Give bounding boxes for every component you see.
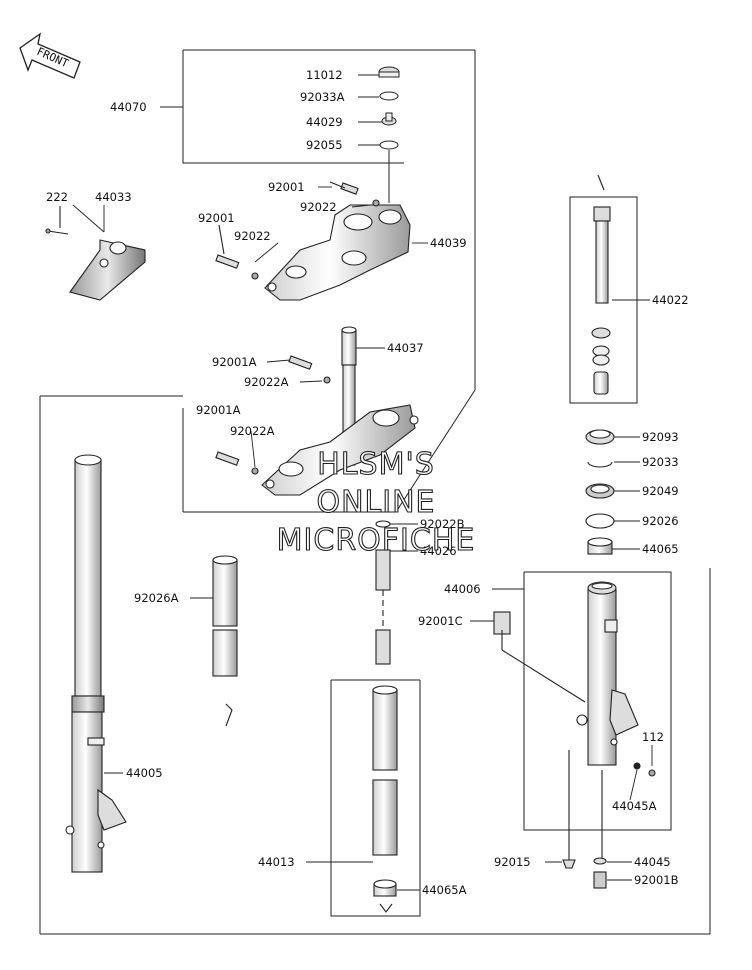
- part-label-44005: 44005: [126, 766, 163, 780]
- watermark-line-1: HLSM'S: [317, 447, 435, 482]
- part-label-44039: 44039: [430, 236, 467, 250]
- part-label-44013: 44013: [258, 855, 295, 869]
- part-label-92001A-2: 92001A: [196, 403, 241, 417]
- part-label-92026A: 92026A: [134, 591, 179, 605]
- steering-stem-drawing: [215, 326, 419, 496]
- watermark-line-3: MICROFICHE: [277, 523, 476, 558]
- spring-drawing: [375, 520, 391, 665]
- part-label-44065A: 44065A: [422, 883, 467, 897]
- part-label-92001A-1: 92001A: [212, 355, 257, 369]
- watermark-line-2: ONLINE: [316, 485, 435, 520]
- part-label-44006: 44006: [444, 582, 481, 596]
- right-fork-drawing: [493, 581, 656, 889]
- part-label-92001-left: 92001: [198, 211, 235, 225]
- part-label-44033: 44033: [95, 190, 132, 204]
- part-label-92001B: 92001B: [634, 873, 679, 887]
- front-arrow-icon: FRONT: [19, 32, 81, 79]
- part-label-44065: 44065: [642, 542, 679, 556]
- seal-stack-drawing: [585, 429, 615, 555]
- part-label-222: 222: [46, 190, 68, 204]
- part-label-92033: 92033: [642, 455, 679, 469]
- part-label-44037: 44037: [387, 341, 424, 355]
- part-label-112: 112: [642, 730, 664, 744]
- damper-44022-drawing: [591, 174, 611, 395]
- part-label-92022-top: 92022: [300, 200, 337, 214]
- left-fork-drawing: [65, 454, 127, 873]
- part-label-92022A-2: 92022A: [230, 424, 275, 438]
- leader-lines: [72, 74, 653, 891]
- part-label-44026: 44026: [420, 544, 457, 558]
- part-label-92033A: 92033A: [300, 90, 345, 104]
- part-label-92022A-1: 92022A: [244, 375, 289, 389]
- part-label-92093: 92093: [642, 430, 679, 444]
- watermark: HLSM'S ONLINE MICROFICHE: [276, 446, 476, 558]
- bracket-44033-drawing: [45, 206, 146, 301]
- part-label-44022: 44022: [652, 293, 689, 307]
- part-labels: 11012 92033A 44029 92055 44070 92001 920…: [46, 68, 689, 897]
- part-label-44045A: 44045A: [612, 799, 657, 813]
- part-label-92055: 92055: [306, 138, 343, 152]
- upper-triple-clamp-drawing: [215, 181, 411, 301]
- inner-tube-44013-drawing: [372, 685, 398, 913]
- part-label-44029: 44029: [306, 115, 343, 129]
- cap-11012-drawing: [378, 66, 400, 203]
- part-label-92026: 92026: [642, 514, 679, 528]
- part-label-92015: 92015: [494, 855, 531, 869]
- part-label-44070: 44070: [110, 100, 147, 114]
- group-frames: [39, 49, 711, 935]
- part-label-92022-left: 92022: [234, 229, 271, 243]
- collar-92026A-drawing: [212, 555, 238, 727]
- part-label-92001-top: 92001: [268, 180, 305, 194]
- part-label-92049: 92049: [642, 484, 679, 498]
- part-label-92001C: 92001C: [418, 614, 463, 628]
- part-label-11012: 11012: [306, 68, 343, 82]
- part-label-92022B: 92022B: [420, 517, 465, 531]
- part-label-44045: 44045: [634, 855, 671, 869]
